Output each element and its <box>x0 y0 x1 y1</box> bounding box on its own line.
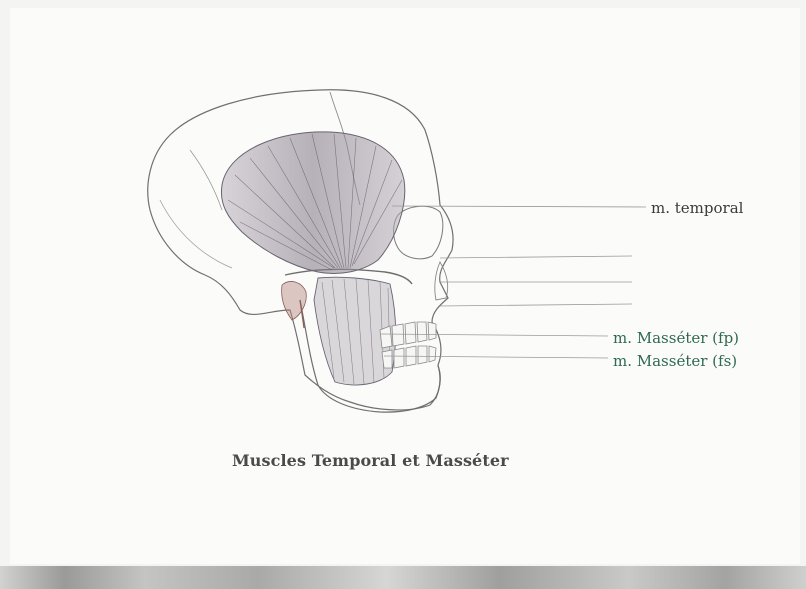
lambdoid-suture <box>190 150 222 210</box>
label-masseter-fp: m. Masséter (fp) <box>613 329 739 347</box>
teeth <box>380 322 436 368</box>
diagram-caption: Muscles Temporal et Masséter <box>232 451 509 470</box>
temporal-muscle <box>221 132 404 274</box>
leader-line-2 <box>440 256 632 258</box>
label-temporal-muscle: m. temporal <box>651 199 743 217</box>
leader-line-4 <box>440 304 632 306</box>
occipital-line <box>160 200 232 268</box>
label-masseter-fs: m. Masséter (fs) <box>613 352 737 370</box>
scan-artifact-strip <box>0 566 806 589</box>
